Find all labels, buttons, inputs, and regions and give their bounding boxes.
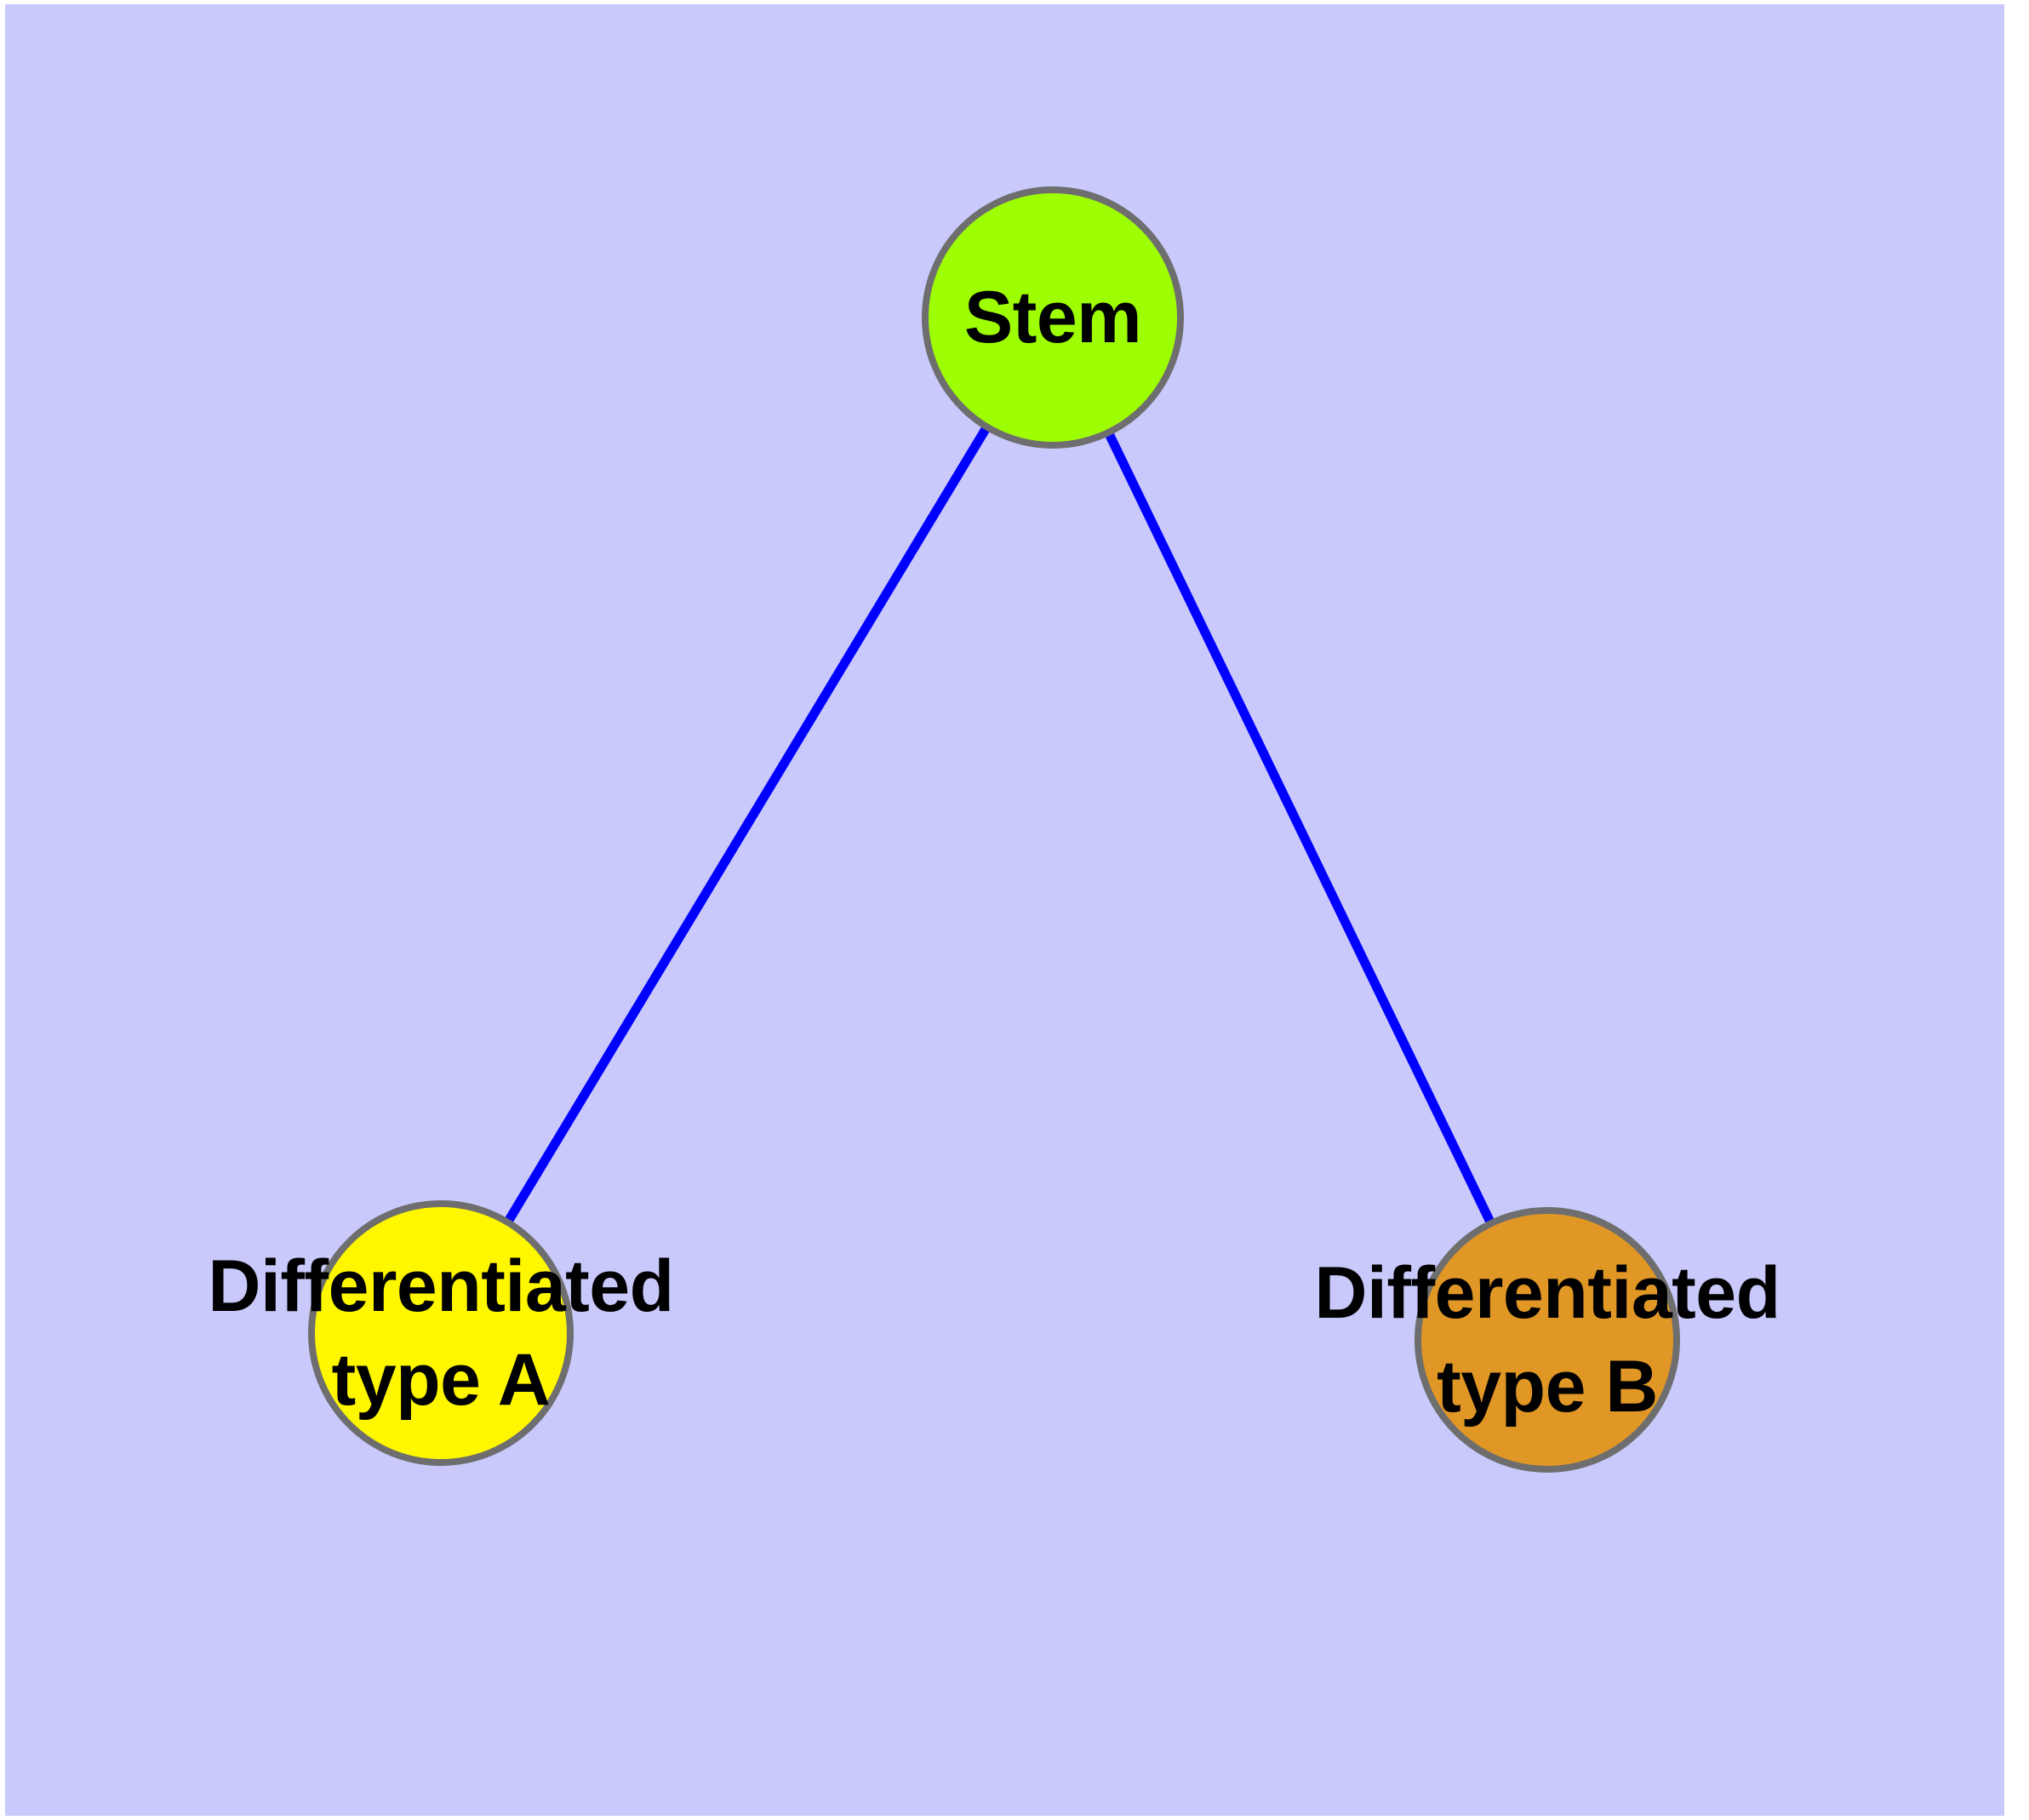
diagram-plot-background <box>5 4 2004 1816</box>
